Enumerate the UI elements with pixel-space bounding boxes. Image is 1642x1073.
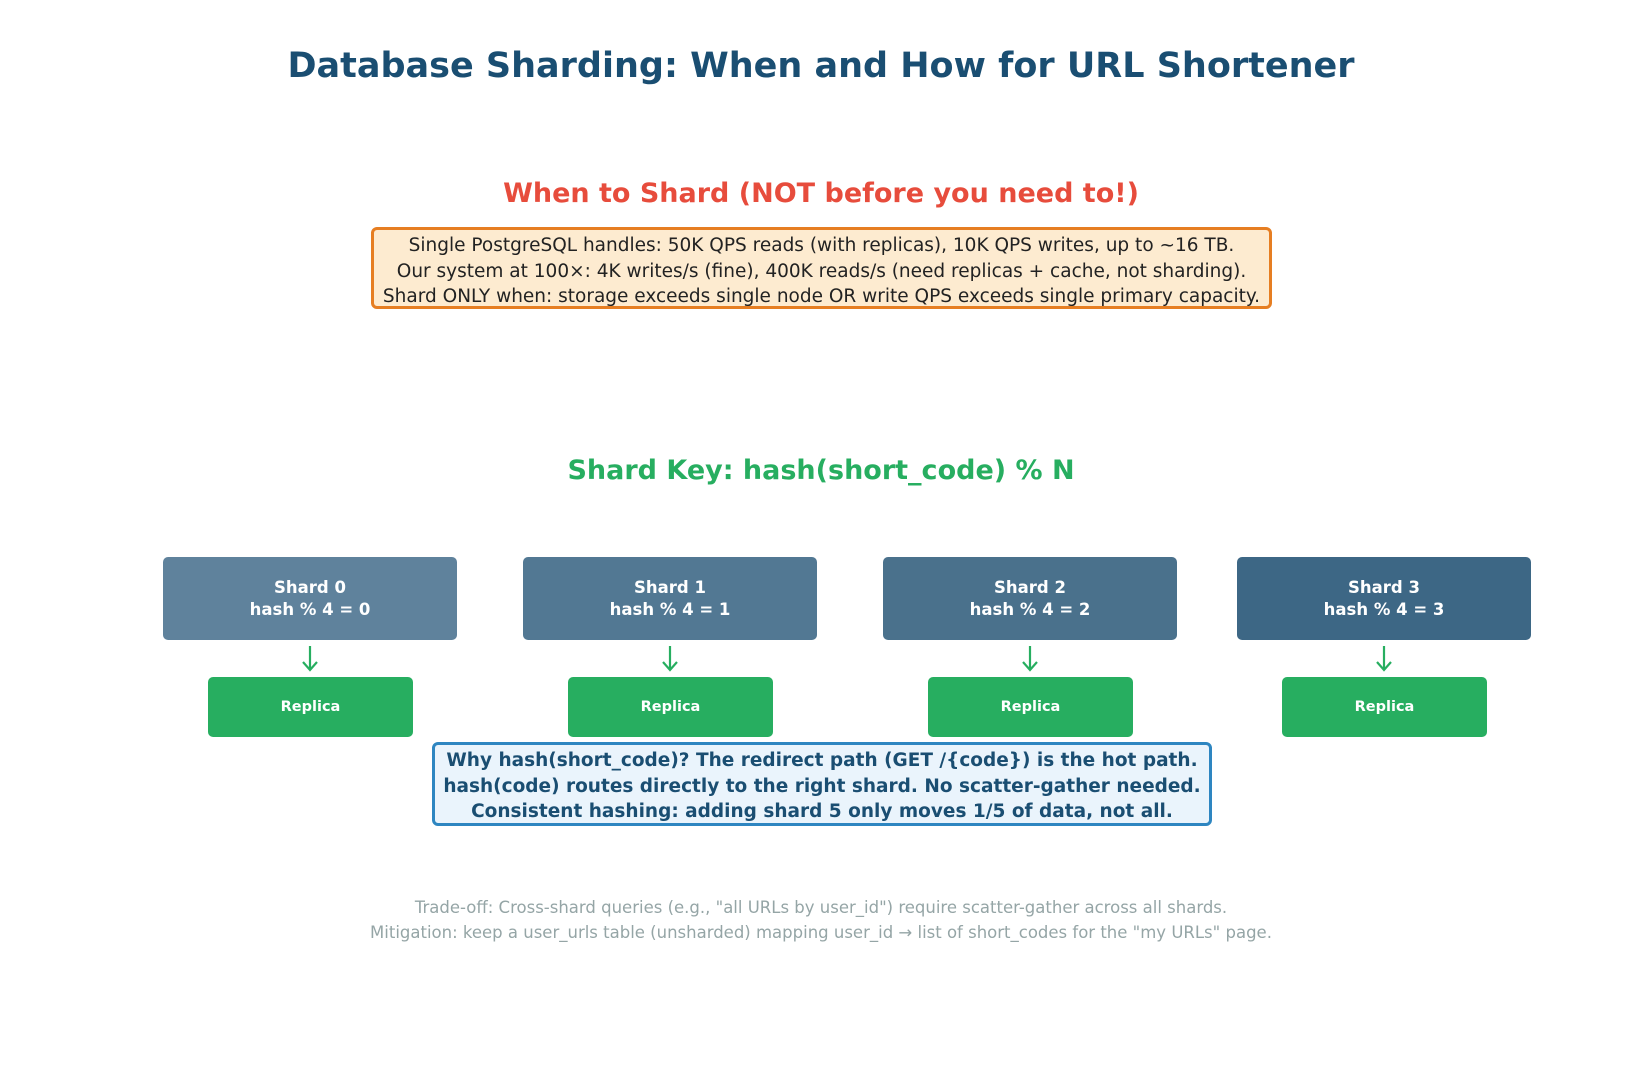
shard-3-box: Shard 3 hash % 4 = 3 — [1237, 557, 1531, 640]
shard-0-box: Shard 0 hash % 4 = 0 — [163, 557, 457, 640]
page-title: Database Sharding: When and How for URL … — [287, 46, 1355, 86]
when-to-shard-box: Single PostgreSQL handles: 50K QPS reads… — [371, 227, 1272, 309]
arrow-down-icon — [662, 646, 678, 672]
shard-2-rule: hash % 4 = 2 — [969, 599, 1091, 619]
arrow-down-icon — [1376, 646, 1392, 672]
shard-0-replica: Replica — [208, 677, 413, 737]
shard-0-name: Shard 0 — [274, 577, 346, 597]
why-line-2: hash(code) routes directly to the right … — [443, 775, 1201, 797]
shard-1-rule: hash % 4 = 1 — [609, 599, 731, 619]
shard-3-rule: hash % 4 = 3 — [1323, 599, 1445, 619]
shard-1-replica: Replica — [568, 677, 773, 737]
shard-2-replica: Replica — [928, 677, 1133, 737]
shard-0-rule: hash % 4 = 0 — [249, 599, 371, 619]
shard-2-name: Shard 2 — [994, 577, 1066, 597]
arrow-down-icon — [1022, 646, 1038, 672]
why-line-3: Consistent hashing: adding shard 5 only … — [471, 801, 1173, 822]
footer-line-2: Mitigation: keep a user_urls table (unsh… — [370, 922, 1272, 942]
arrow-down-icon — [302, 646, 318, 672]
when-line-1: Single PostgreSQL handles: 50K QPS reads… — [408, 235, 1235, 256]
shard-1-box: Shard 1 hash % 4 = 1 — [523, 557, 817, 640]
shard-1-name: Shard 1 — [634, 577, 706, 597]
shard-key-heading: Shard Key: hash(short_code) % N — [567, 455, 1075, 486]
when-to-shard-heading: When to Shard (NOT before you need to!) — [503, 178, 1139, 209]
shard-3-replica: Replica — [1282, 677, 1487, 737]
shard-2-box: Shard 2 hash % 4 = 2 — [883, 557, 1177, 640]
tradeoff-footer: Trade-off: Cross-shard queries (e.g., "a… — [0, 896, 1642, 945]
when-line-2: Our system at 100×: 4K writes/s (fine), … — [396, 260, 1247, 282]
why-line-1: Why hash(short_code)? The redirect path … — [446, 750, 1198, 771]
when-line-3: Shard ONLY when: storage exceeds single … — [382, 286, 1261, 307]
shard-3-name: Shard 3 — [1348, 577, 1420, 597]
footer-line-1: Trade-off: Cross-shard queries (e.g., "a… — [414, 898, 1228, 917]
why-hash-box: Why hash(short_code)? The redirect path … — [432, 742, 1212, 826]
